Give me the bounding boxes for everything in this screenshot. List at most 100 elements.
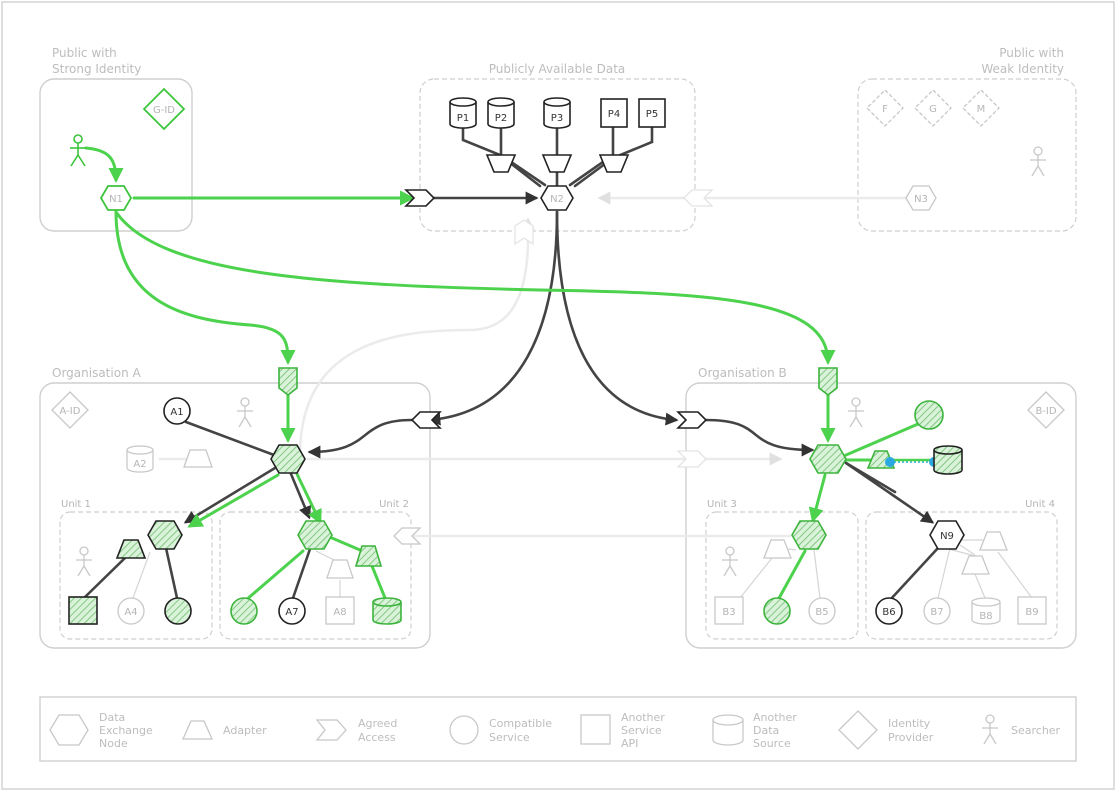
group-unit-1: Unit 1 <box>59 499 213 640</box>
adapter-unit2-grey <box>326 559 354 579</box>
compatible-service-a7[interactable]: A7 <box>278 597 306 625</box>
unit-title: Unit 2 <box>379 499 409 510</box>
compatible-service-b6[interactable]: B6 <box>875 597 903 625</box>
node-label: P1 <box>457 113 469 124</box>
node-label: P5 <box>646 109 658 120</box>
node-label: F <box>882 104 888 115</box>
node-label: A4 <box>124 607 137 618</box>
searcher-unit3[interactable] <box>722 546 738 577</box>
adapter-p3 <box>541 154 573 173</box>
compatible-service-unit1[interactable] <box>164 597 192 625</box>
node-n1[interactable]: N1 <box>99 185 133 211</box>
searcher-weak[interactable] <box>1030 146 1046 177</box>
adapter-unit4-top <box>979 531 1008 551</box>
service-api-p5[interactable]: P5 <box>638 98 666 128</box>
edge-chevron-a <box>307 418 414 459</box>
edge-hubA-unit2 <box>295 472 322 525</box>
data-source-b8[interactable]: B8 <box>971 597 1001 625</box>
node-unit2-hub[interactable] <box>297 520 333 550</box>
searcher-orgb[interactable] <box>848 397 864 428</box>
square-icon <box>580 714 611 745</box>
identity-provider-gid[interactable]: G-ID <box>142 87 186 131</box>
trapezoid-icon <box>181 720 214 740</box>
data-source-p2[interactable]: P2 <box>487 97 515 129</box>
group-public-weak: Public with Weak Identity <box>857 46 1077 232</box>
compatible-service-b7[interactable]: B7 <box>923 597 951 625</box>
node-label: N1 <box>109 194 123 205</box>
node-label: P2 <box>495 113 507 124</box>
identity-provider-g[interactable]: G <box>914 89 952 127</box>
data-source-unit2[interactable] <box>372 597 402 625</box>
identity-provider-f[interactable]: F <box>866 89 904 127</box>
agreed-access-public-left[interactable] <box>404 189 436 207</box>
compatible-service-unit3[interactable] <box>763 597 791 625</box>
circle-icon <box>449 715 479 745</box>
group-title: Organisation B <box>698 366 787 380</box>
group-title: Publicly Available Data <box>489 62 626 76</box>
node-label: B3 <box>722 607 735 618</box>
service-api-a8[interactable]: A8 <box>325 596 355 625</box>
compatible-service-b5[interactable]: B5 <box>808 597 836 625</box>
agreed-access-orga-top[interactable] <box>278 367 298 397</box>
group-unit-4: Unit 4 <box>865 499 1058 640</box>
node-unit3-hub[interactable] <box>791 520 827 550</box>
node-label: A2 <box>133 459 146 470</box>
node-label: N9 <box>940 531 954 542</box>
node-unit1-hub[interactable] <box>147 520 183 550</box>
data-source-p3[interactable]: P3 <box>543 97 571 129</box>
stick-figure-icon <box>982 714 998 745</box>
agreed-access-orgb-top[interactable] <box>818 367 838 397</box>
svg-text:API: API <box>621 737 638 750</box>
service-api-b9[interactable]: B9 <box>1017 596 1047 625</box>
group-organisation-b: Organisation B <box>685 366 1077 649</box>
data-source-p1[interactable]: P1 <box>449 97 477 129</box>
legend-item-adapter: Adapter <box>181 720 267 740</box>
identity-provider-bid[interactable]: B-ID <box>1027 391 1065 429</box>
data-source-a2[interactable]: A2 <box>126 445 154 473</box>
node-label: P3 <box>551 113 563 124</box>
node-label: A-ID <box>60 406 81 417</box>
edge-hub-unit2 <box>289 472 311 520</box>
compatible-service-a1[interactable]: A1 <box>163 397 191 425</box>
node-n9[interactable]: N9 <box>929 520 965 550</box>
svg-text:Service: Service <box>489 731 530 744</box>
searcher-unit1[interactable] <box>76 546 92 577</box>
node-n3[interactable]: N3 <box>905 185 937 211</box>
agreed-access-unit2 <box>393 527 422 545</box>
identity-provider-aid[interactable]: A-ID <box>51 391 89 429</box>
compatible-service-unit2[interactable] <box>230 597 258 625</box>
node-label: B-ID <box>1035 406 1056 417</box>
compatible-service-a4[interactable]: A4 <box>117 597 145 625</box>
edges-grey-thin <box>132 539 1033 599</box>
edge-u2-a7 <box>291 547 312 600</box>
service-api-b3[interactable]: B3 <box>714 596 744 625</box>
unit-title: Unit 4 <box>1025 499 1055 510</box>
node-orgb-hub[interactable] <box>809 444 847 474</box>
svg-text:Searcher: Searcher <box>1011 724 1061 737</box>
edge-chevron-b <box>704 418 815 457</box>
group-title-line1: Public with <box>52 46 117 60</box>
agreed-access-orga-right[interactable] <box>410 411 442 429</box>
svg-text:Data: Data <box>99 711 125 724</box>
service-api-unit1[interactable] <box>68 596 98 625</box>
svg-text:Data: Data <box>753 724 779 737</box>
node-n2[interactable]: N2 <box>540 185 574 211</box>
node-label: A8 <box>333 607 346 618</box>
node-label: B8 <box>979 611 992 622</box>
node-orga-hub[interactable] <box>270 444 306 474</box>
edge-hubB-unit3 <box>808 473 827 523</box>
searcher-orga[interactable] <box>237 397 253 428</box>
edge-searcher-n1 <box>84 146 124 183</box>
unit-title: Unit 3 <box>707 499 737 510</box>
svg-text:Exchange: Exchange <box>99 724 153 737</box>
identity-provider-m[interactable]: M <box>962 89 1000 127</box>
edge-square-adapter <box>82 553 130 600</box>
service-api-p4[interactable]: P4 <box>600 98 628 128</box>
agreed-access-orgb-left[interactable] <box>676 411 708 429</box>
data-source-orgb[interactable] <box>933 445 963 475</box>
agreed-access-public-bottom <box>514 219 534 246</box>
searcher-strong[interactable] <box>70 134 86 167</box>
cylinder-icon <box>712 714 744 746</box>
compatible-service-orgb[interactable] <box>914 400 944 430</box>
